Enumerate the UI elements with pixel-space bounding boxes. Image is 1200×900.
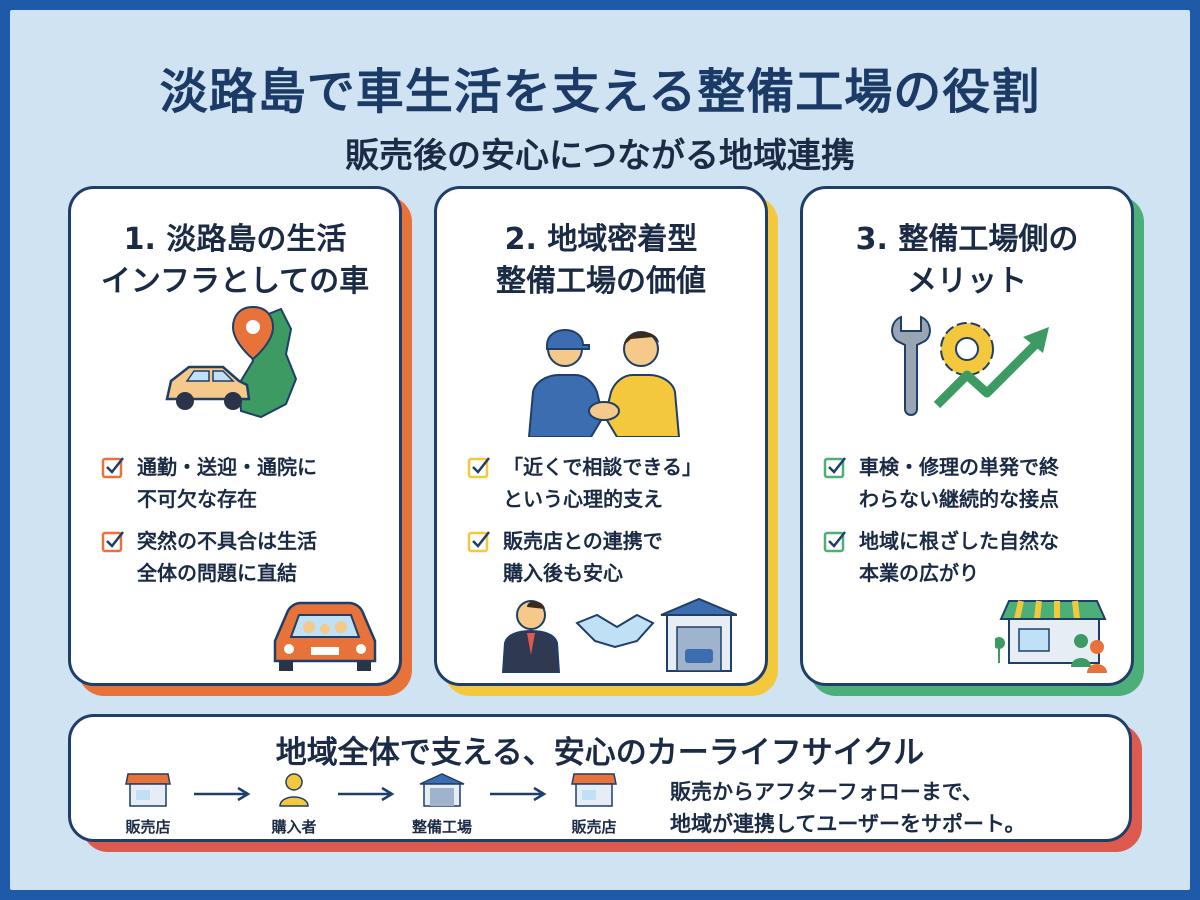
checkbox-icon xyxy=(467,457,490,479)
card-1-item-2: 突然の不具合は生活 全体の問題に直結 xyxy=(101,525,317,589)
bottom-text-line1: 販売からアフターフォローまで、 xyxy=(670,780,983,804)
card-1-item-2-text: 突然の不具合は生活 全体の問題に直結 xyxy=(137,529,317,585)
checkbox-icon xyxy=(823,457,846,479)
card-3-item-2: 地域に根ざした自然な 本業の広がり xyxy=(823,525,1059,589)
bottom-title: 地域全体で支える、安心のカーライフサイクル xyxy=(275,735,925,771)
flow-node-garage: 整備工場 xyxy=(402,772,482,837)
shop-icon xyxy=(125,773,171,807)
arrow-right-icon xyxy=(194,786,251,802)
storefront-people-icon xyxy=(995,600,1107,673)
card-3: 3. 整備工場側の メリット 車検・修理の単発で終 わらない継続的な接点 地域に… xyxy=(800,186,1134,686)
page-subtitle: 販売後の安心につながる地域連携 xyxy=(345,136,855,176)
card-1: 1. 淡路島の生活 インフラとしての車 通勤・送迎・通院に 不可欠な存在 突然の… xyxy=(68,186,402,686)
flow-label: 販売店 xyxy=(125,818,171,836)
card-1-title-line2: インフラとしての車 xyxy=(100,264,370,299)
card-2-item-2-text: 販売店との連携で 購入後も安心 xyxy=(503,529,663,585)
checkbox-icon xyxy=(467,531,490,553)
card-3-item-2-text: 地域に根ざした自然な 本業の広がり xyxy=(859,529,1059,585)
flow-label: 販売店 xyxy=(571,818,617,836)
flow-node-dealer-return: 販売店 xyxy=(564,772,624,837)
card-2-item-1: 「近くで相談できる」 という心理的支え xyxy=(467,451,702,515)
checkbox-icon xyxy=(823,531,846,553)
card-1-item-1: 通勤・送迎・通院に 不可欠な存在 xyxy=(101,451,317,515)
checkbox-icon xyxy=(101,531,124,553)
garage-icon xyxy=(419,773,465,807)
flow-label: 整備工場 xyxy=(411,818,472,836)
card-3-title-line2: メリット xyxy=(907,264,1027,299)
card-2: 2. 地域密着型 整備工場の価値 「近くで相談できる」 という心理的支え 販売店… xyxy=(434,186,768,686)
flow-node-dealer: 販売店 xyxy=(118,772,178,837)
dealer-handshake-garage-icon xyxy=(501,597,737,673)
flow-node-buyer: 購入者 xyxy=(264,772,324,837)
card-2-title-line2: 整備工場の価値 xyxy=(496,264,706,299)
checkbox-icon xyxy=(101,457,124,479)
wrench-gear-growth-icon xyxy=(891,315,1049,416)
card-1-title-line1: 1. 淡路島の生活 xyxy=(123,222,347,257)
car-map-pin-icon xyxy=(165,305,298,419)
flow-label: 購入者 xyxy=(271,818,317,836)
person-icon xyxy=(279,773,309,807)
arrow-right-icon xyxy=(490,786,547,802)
mechanic-handshake-icon xyxy=(527,329,681,437)
arrow-right-icon xyxy=(338,786,395,802)
card-3-item-1-text: 車検・修理の単発で終 わらない継続的な接点 xyxy=(859,455,1059,511)
shop-icon xyxy=(571,773,617,807)
card-2-title-line1: 2. 地域密着型 xyxy=(504,222,698,257)
bottom-description: 販売からアフターフォローまで、 地域が連携してユーザーをサポート。 xyxy=(670,776,1026,840)
family-car-icon xyxy=(273,601,377,671)
card-3-item-1: 車検・修理の単発で終 わらない継続的な接点 xyxy=(823,451,1059,515)
card-2-item-1-text: 「近くで相談できる」 という心理的支え xyxy=(503,455,702,511)
bottom-text-line2: 地域が連携してユーザーをサポート。 xyxy=(670,812,1026,836)
card-2-item-2: 販売店との連携で 購入後も安心 xyxy=(467,525,663,589)
card-3-title-line1: 3. 整備工場側の xyxy=(855,222,1079,257)
page-title: 淡路島で車生活を支える整備工場の役割 xyxy=(159,64,1041,120)
card-1-item-1-text: 通勤・送迎・通院に 不可欠な存在 xyxy=(137,455,317,511)
